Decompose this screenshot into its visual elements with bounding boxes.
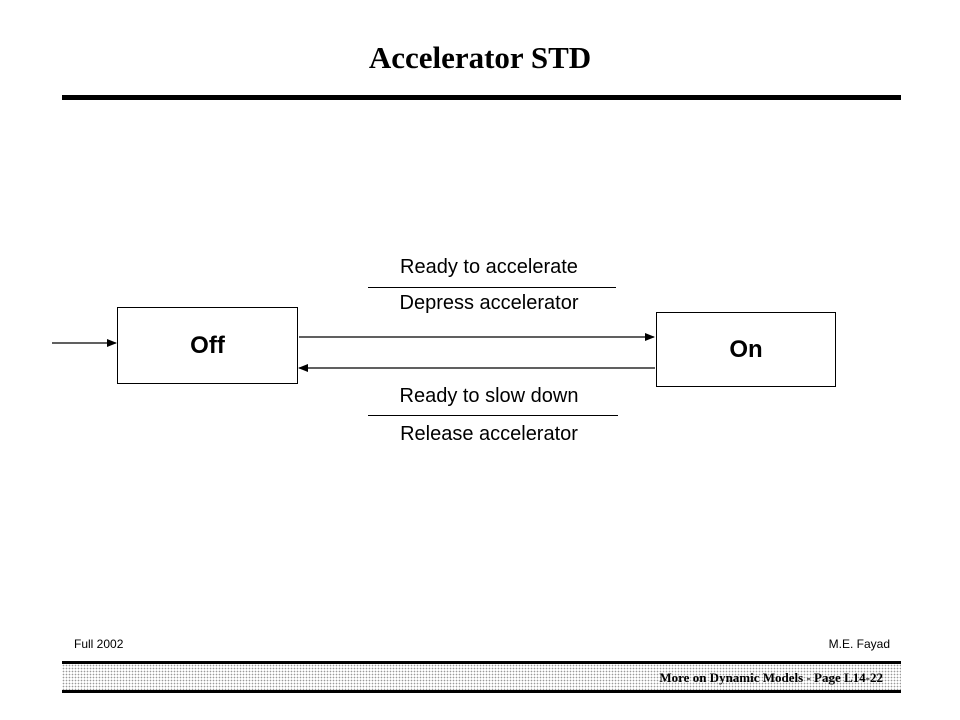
accelerate-event-label: Ready to accelerate	[400, 256, 578, 278]
slow-down-guard-divider	[368, 415, 618, 416]
state-off: Off	[117, 307, 298, 384]
state-off-label: Off	[190, 331, 225, 359]
state-on: On	[656, 312, 836, 387]
footer-author: M.E. Fayad	[828, 637, 890, 651]
footer-date: Full 2002	[74, 637, 124, 651]
slow-down-action-label: Release accelerator	[400, 423, 578, 445]
accelerate-action-label: Depress accelerator	[399, 292, 579, 314]
footer-page-label: More on Dynamic Models - Page L14-22	[659, 670, 883, 685]
accelerate-guard-divider	[368, 287, 616, 288]
state-on-label: On	[729, 335, 763, 363]
footer-band: More on Dynamic Models - Page L14-22	[62, 661, 901, 693]
slide-title: Accelerator STD	[368, 40, 592, 75]
slow-down-event-label: Ready to slow down	[399, 385, 579, 407]
title-underline	[62, 95, 901, 100]
